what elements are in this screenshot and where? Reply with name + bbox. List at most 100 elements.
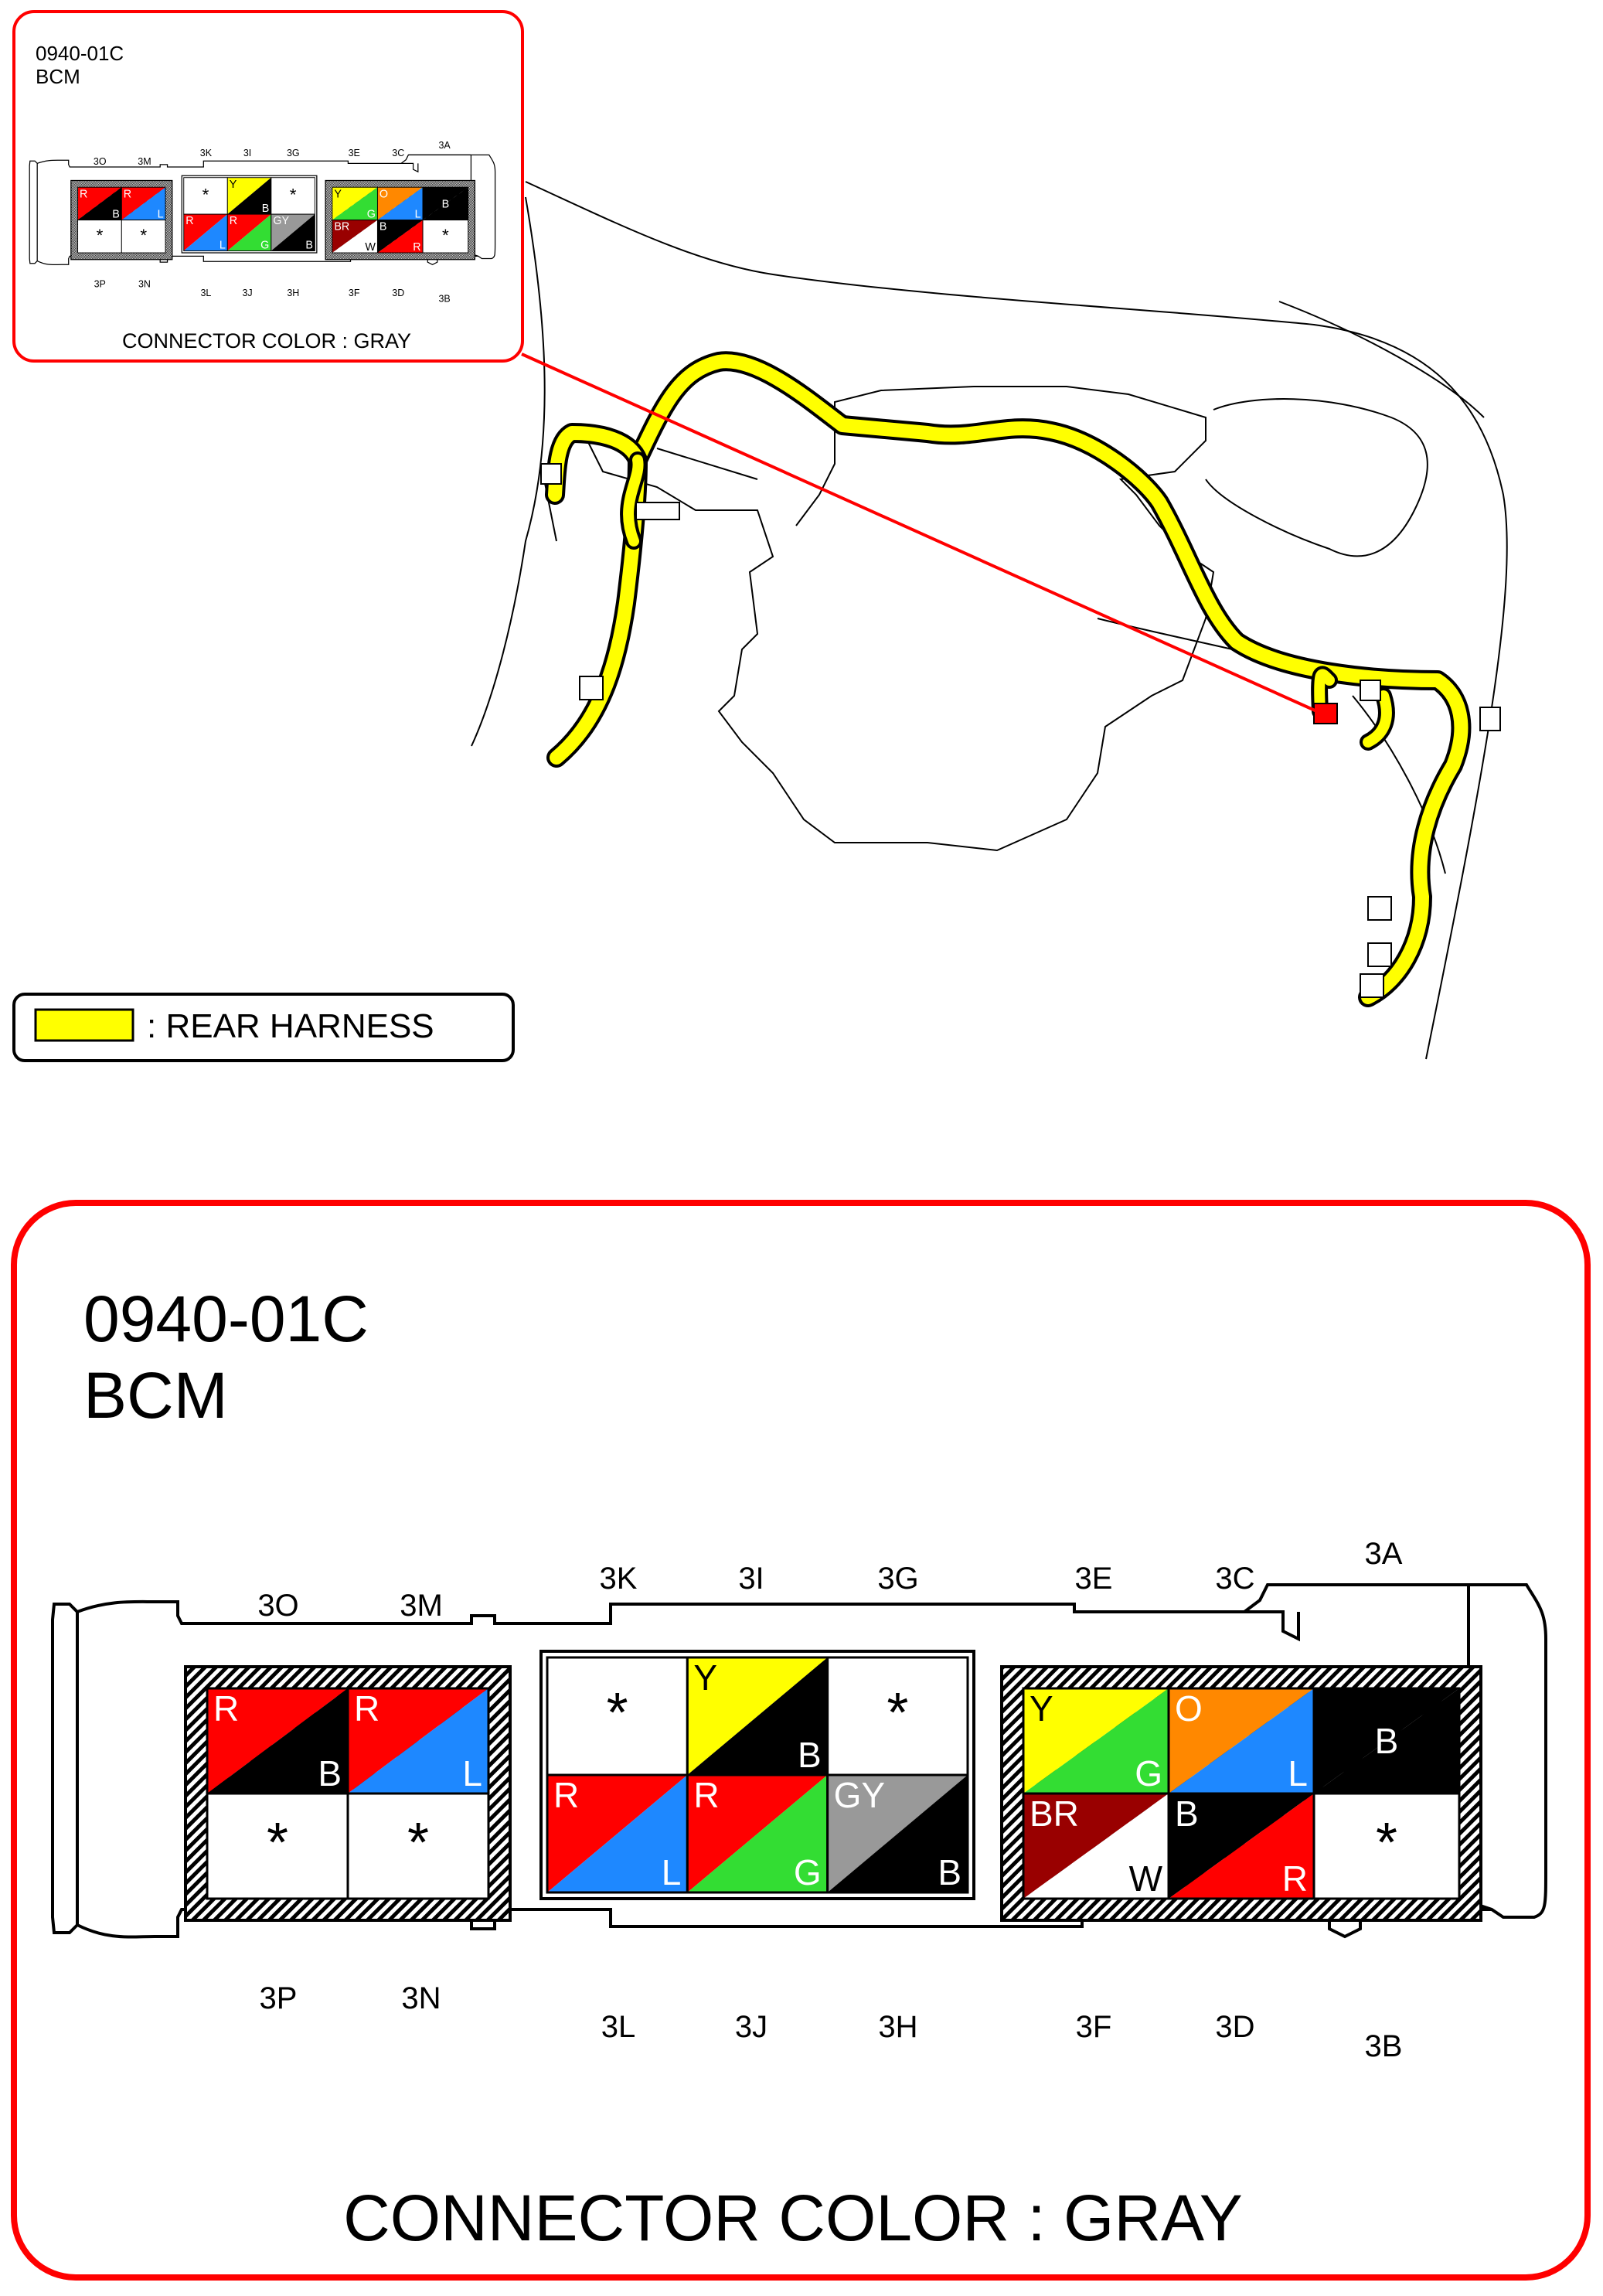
pin-3P: * [206,1792,349,1900]
cavity-label-3c: 3C [1215,1562,1254,1596]
cavity-label-3k: 3K [200,148,213,158]
pin-3G: * [826,1656,969,1777]
cavity-label-3o: 3O [257,1589,298,1623]
pin-primary-color: Y [230,179,237,191]
pin-tracer-color: B [798,1735,822,1775]
pin-tracer-color: W [1129,1858,1163,1899]
pin-primary-color: R [213,1688,239,1729]
pin-tracer-color: W [365,241,376,254]
pin-empty-marker: * [267,1812,288,1874]
callout-connector-color: CONNECTOR COLOR : GRAY [122,329,411,353]
pin-3D: BR [1167,1792,1315,1900]
pin-3L: RL [546,1773,689,1894]
pin-primary-color: R [553,1775,579,1815]
cavity-label-3h: 3H [287,288,299,298]
pin-primary-color: GY [834,1775,885,1815]
pin-primary-color: Y [334,188,342,200]
pin-3I: YB [686,1656,829,1777]
pin-primary-color: B [1375,1721,1399,1761]
pin-3O: RB [77,186,122,220]
pin-3B: * [422,220,469,254]
leader-line [521,353,1321,714]
pin-3C: OL [1167,1687,1315,1795]
pin-3A: B [1312,1687,1461,1795]
cavity-label-3l: 3L [601,2010,636,2044]
pin-tracer-color: R [413,241,420,254]
pin-primary-color: B [1175,1794,1199,1834]
cavity-label-3f: 3F [1076,2010,1112,2044]
cavity-label-3d: 3D [1215,2010,1254,2044]
pin-tracer-color: L [415,208,421,220]
legend-swatch [34,1008,134,1042]
pin-3N: * [346,1792,490,1900]
pin-tracer-color: L [462,1753,482,1794]
pin-3C: OL [376,186,424,220]
pin-primary-color: O [1175,1688,1203,1729]
pin-tracer-color: L [158,208,164,220]
pin-primary-color: R [80,188,87,200]
pin-3B: * [1312,1792,1461,1900]
cavity-label-3i: 3I [738,1562,764,1596]
pin-tracer-color: B [305,239,313,251]
pin-3L: RL [183,213,228,251]
pin-empty-marker: * [203,186,209,205]
cavity-label-3j: 3J [242,288,252,298]
pin-empty-marker: * [290,186,297,205]
pin-tracer-color: G [794,1852,822,1892]
pin-3E: YG [332,186,378,220]
pin-primary-color: Y [1030,1688,1053,1729]
connector-detail-large: 0940-01C BCM RBRL***YB*RLRGGYBYGOLBBRWBR… [11,1200,1591,2281]
pin-primary-color: BR [334,221,349,233]
pin-tracer-color: L [220,239,226,251]
callout-code: 0940-01C [36,42,124,65]
cavity-label-3j: 3J [735,2010,767,2044]
pin-3D: BR [376,220,424,254]
pin-3H: GY B [826,1773,969,1894]
pin-primary-color: O [379,188,388,200]
cavity-label-3h: 3H [878,2010,917,2044]
cavity-label-3g: 3G [287,148,300,158]
cavity-label-3d: 3D [392,288,404,298]
pin-tracer-color: L [1288,1753,1308,1794]
pin-3M: RL [121,186,166,220]
pin-3E: YG [1022,1687,1170,1795]
pin-3J: RG [686,1773,829,1894]
cavity-label-3l: 3L [201,288,212,298]
cavity-label-3g: 3G [877,1562,918,1596]
pin-empty-marker: * [97,226,104,245]
pin-tracer-color: B [938,1852,961,1892]
callout-name: BCM [36,65,80,88]
pin-3H: GYB [271,213,315,251]
pin-3N: * [121,220,166,254]
connector-callout-small: 0940-01C BCM RBRL***YB*RLRGGYBYGOLBBRWBR… [12,10,524,363]
legend: : REAR HARNESS [12,993,515,1062]
cavity-label-3e: 3E [349,148,360,158]
cavity-label-3p: 3P [94,278,106,289]
pin-primary-color: R [185,215,193,227]
pin-3A: B [422,186,469,221]
pin-tracer-color: L [662,1852,682,1892]
cavity-label-3a: 3A [1365,1537,1403,1571]
cavity-label-3a: 3A [438,140,451,151]
pin-3G: * [271,177,315,215]
pin-tracer-color: G [367,208,376,220]
pin-empty-marker: * [407,1812,429,1874]
pin-3P: * [77,220,122,254]
cavity-label-3m: 3M [138,156,151,167]
pin-primary-color: B [442,198,450,210]
pin-3I: YB [226,177,272,215]
pin-primary-color: B [379,221,387,233]
pin-primary-color: R [354,1688,379,1729]
cavity-label-3c: 3C [392,148,404,158]
pin-primary-color: R [230,215,237,227]
cavity-label-3p: 3P [260,1981,298,2015]
pin-tracer-color: G [260,239,269,251]
cavity-label-3n: 3N [138,278,151,289]
